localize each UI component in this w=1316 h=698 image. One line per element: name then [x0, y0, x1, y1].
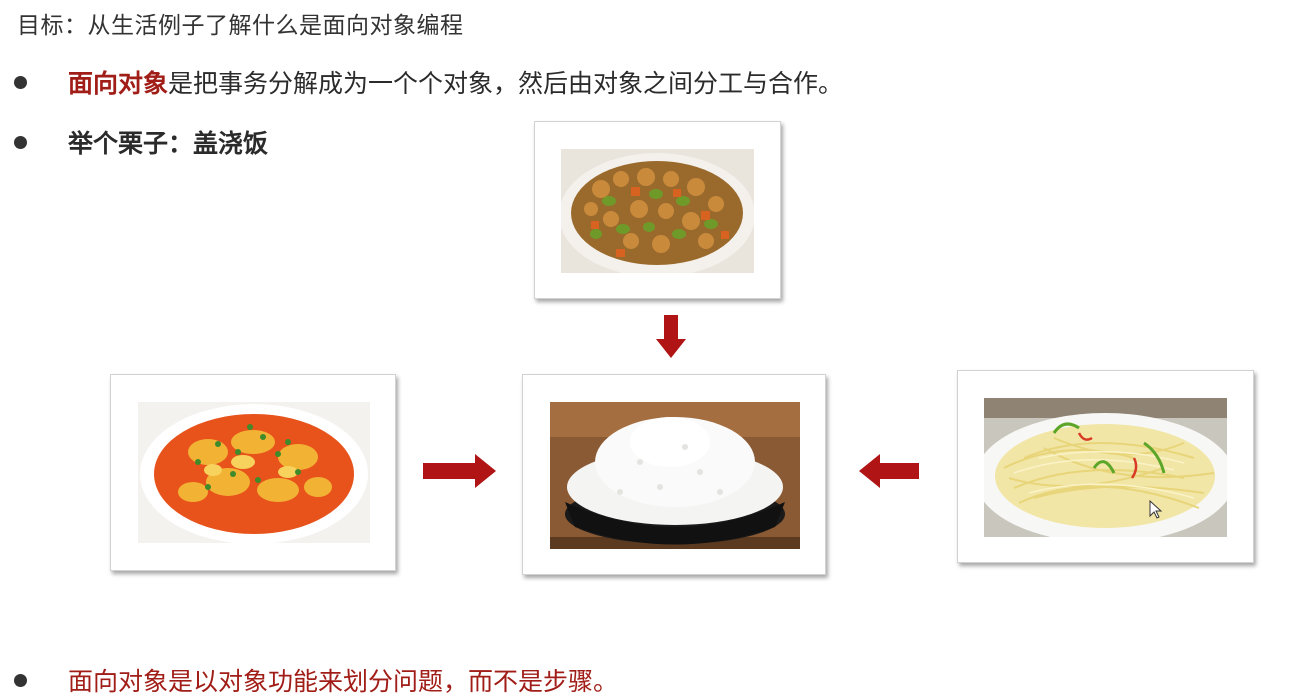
page-title: 目标：从生活例子了解什么是面向对象编程 — [17, 13, 464, 39]
arrow-right-icon — [423, 454, 496, 488]
tomato-egg-dish-image — [138, 402, 370, 543]
left-dish-card — [110, 374, 396, 571]
bullet-definition: 面向对象是把事务分解成为一个个对象，然后由对象之间分工与合作。 — [14, 64, 843, 100]
bullet-dot — [14, 135, 27, 149]
bullet-dot — [14, 75, 27, 89]
shredded-potato-dish-image — [984, 398, 1227, 537]
top-dish-card — [534, 121, 781, 299]
white-rice-bowl-image — [550, 402, 800, 549]
bullet-conclusion: 面向对象是以对象功能来划分问题，而不是步骤。 — [14, 662, 618, 698]
definition-text: 是把事务分解成为一个个对象，然后由对象之间分工与合作。 — [168, 69, 844, 98]
center-rice-card — [522, 374, 826, 575]
conclusion-text: 面向对象是以对象功能来划分问题，而不是步骤。 — [68, 667, 619, 696]
arrow-left-icon — [859, 454, 919, 488]
bullet-dot — [14, 673, 27, 687]
definition-highlight: 面向对象 — [68, 69, 169, 98]
arrow-down-icon — [656, 315, 686, 358]
kung-pao-dish-image — [561, 149, 754, 273]
right-dish-card — [957, 370, 1254, 563]
bullet-example: 举个栗子：盖浇饭 — [14, 124, 268, 160]
example-text: 举个栗子：盖浇饭 — [68, 129, 269, 158]
